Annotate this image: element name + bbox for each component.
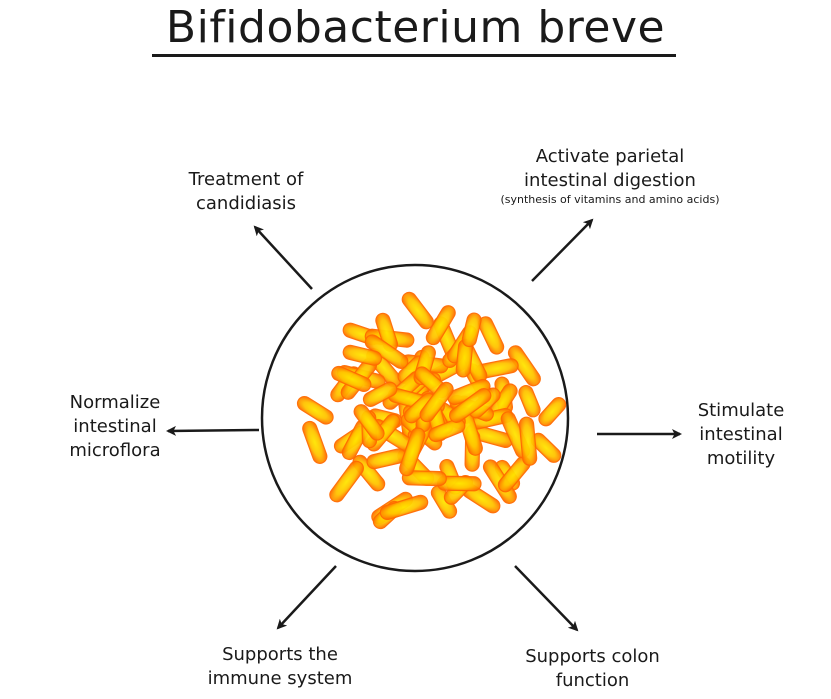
benefit-line: intestinal [699,424,783,445]
benefit-line: intestinal [73,416,157,437]
bacterium-rod [477,316,505,355]
benefit-colon-function: Supports colon function [500,645,685,693]
title-underline [152,54,676,57]
arrow-bottom-right [514,565,579,632]
arrow-top-left [253,225,313,290]
benefit-line: Normalize [69,392,161,413]
bacterium-rod [449,387,492,423]
bacterium-rod [362,381,398,407]
benefit-line: motility [706,448,776,469]
bacterium-rod [507,345,541,387]
benefit-line: Supports colon [525,646,660,667]
benefit-line: candidiasis [196,193,296,214]
bacterium-rod [399,427,426,477]
bacterium-rod [364,334,409,369]
bacterium-rod [331,365,372,392]
bacterium-rod [538,397,567,427]
benefit-line: intestinal digestion [524,170,696,191]
bacterium-rod [353,404,385,441]
benefit-line: Activate parietal [535,146,685,167]
benefit-line: Stimulate [697,400,785,421]
bacterium-rod [401,470,447,487]
benefit-line: Treatment of [188,169,304,190]
benefit-microflora: Normalize intestinal microflora [50,391,180,463]
bacterium-rod [419,381,454,423]
benefit-line: Supports the [222,644,338,665]
bacterium-rod [518,384,541,418]
benefit-note: (synthesis of vitamins and amino acids) [500,193,720,206]
benefit-immune-system: Supports the immune system [190,643,370,691]
bacterium-rod [302,420,328,464]
bacterium-rod [329,460,364,503]
benefit-parietal-digestion: Activate parietal intestinal digestion (… [470,145,750,207]
bacterium-rod [342,344,383,366]
benefit-line: immune system [207,668,353,689]
benefit-candidiasis: Treatment of candidiasis [166,168,326,216]
benefit-line: function [555,670,630,691]
bacterium-rod [425,305,456,346]
bacterium-rod [461,312,482,348]
bacteria-cluster [296,291,567,530]
bacterium-rod [401,291,434,330]
bacterium-rod [428,418,466,443]
bacterium-rod [296,395,334,425]
diagram-title: Bifidobacterium breve [165,2,666,53]
arrow-left [166,425,260,436]
arrow-bottom-left [276,565,337,630]
benefit-line: microflora [69,440,161,461]
bacterium-rod [518,416,538,466]
benefit-motility: Stimulate intestinal motility [678,399,804,471]
arrow-top-right [531,218,594,282]
bacterium-rod [379,494,429,521]
